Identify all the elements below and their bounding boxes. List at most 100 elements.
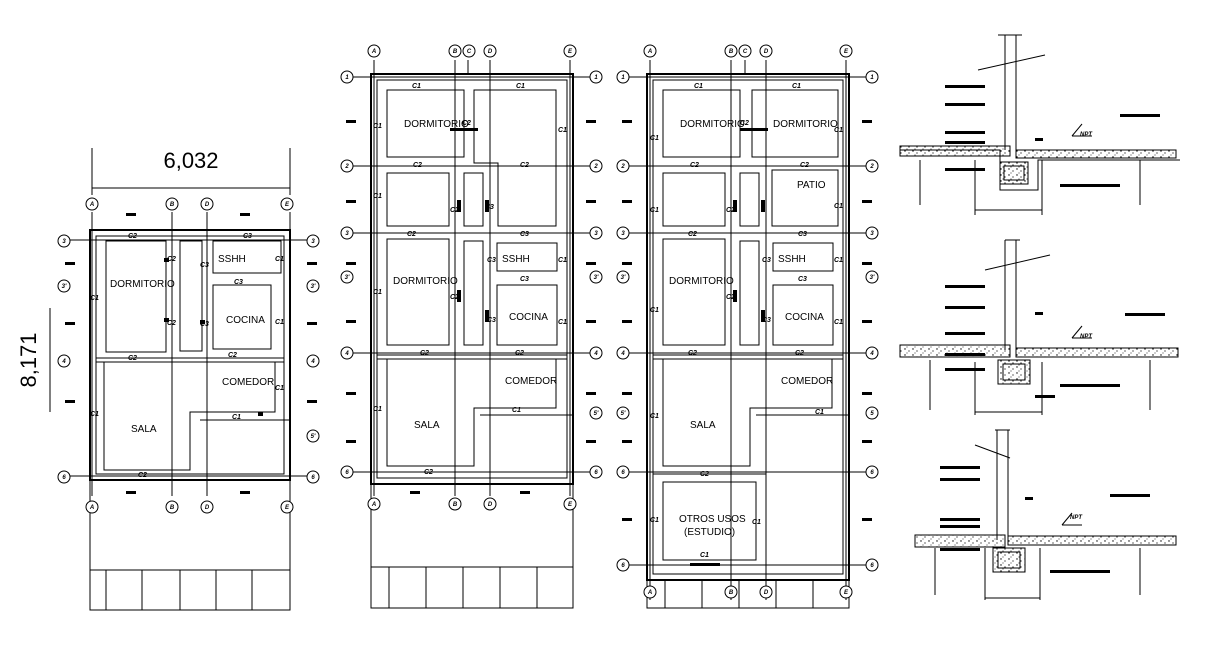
beam-tag: C1 (373, 406, 382, 413)
beam-tag: C1 (373, 193, 382, 200)
beam-tag: C1 (650, 135, 659, 142)
beam-tag: C1 (512, 407, 521, 414)
axis-1-right: 1 (870, 75, 874, 81)
axis-6-left: 6 (62, 475, 66, 481)
axis-4-left: 4 (344, 351, 349, 357)
room-sala: SALA (690, 420, 716, 431)
beam-tag: C1 (275, 256, 284, 263)
room-dormitorio: DORMITORIO (773, 119, 838, 130)
axis-d-top: D (205, 202, 210, 208)
axis-2-left: 2 (344, 164, 349, 170)
axis-a-bottom: A (371, 502, 376, 508)
axis-6-right: 6 (870, 470, 874, 476)
beam-tag: C2 (740, 120, 749, 127)
axis-5p-right: 5' (311, 434, 316, 440)
beam-tag: C1 (232, 414, 241, 421)
room-dormitorio: DORMITORIO (393, 276, 458, 287)
npt-label: NPT (1080, 132, 1093, 138)
axis-3-left: 3 (345, 231, 349, 237)
axis-e-bottom: E (844, 590, 849, 596)
beam-tag: C2 (450, 207, 459, 214)
beam-tag: C1 (558, 257, 567, 264)
room-comedor: COMEDOR (222, 377, 274, 388)
axis-b-bottom: B (729, 590, 734, 596)
axis-1-right: 1 (594, 75, 598, 81)
beam-tag: C2 (420, 350, 429, 357)
beam-tag: C2 (128, 233, 137, 240)
beam-tag: C1 (275, 319, 284, 326)
axis-6-right: 6 (594, 470, 598, 476)
beam-tag: C2 (690, 162, 699, 169)
beam-tag: C1 (650, 413, 659, 420)
room-comedor: COMEDOR (781, 376, 833, 387)
beam-tag: C3 (762, 257, 771, 264)
room-dormitorio: DORMITORIO (404, 119, 469, 130)
room-dormitorio: DORMITORIO (669, 276, 734, 287)
beam-tag: C2 (700, 471, 709, 478)
beam-tag: C3 (798, 276, 807, 283)
beam-tag: C3 (487, 317, 496, 324)
axis-4-right: 4 (869, 351, 874, 357)
beam-tag: C1 (834, 257, 843, 264)
axis-d-bottom: D (488, 502, 493, 508)
room-comedor: COMEDOR (505, 376, 557, 387)
room-dormitorio: DORMITORIO (110, 279, 175, 290)
axis-5p-right: 5' (594, 411, 599, 417)
room-patio: PATIO (797, 180, 826, 191)
beam-tag: C2 (228, 352, 237, 359)
beam-tag: C2 (520, 162, 529, 169)
axis-3p-right: 3' (311, 284, 316, 290)
axis-3-right: 3 (594, 231, 598, 237)
beam-tag: C3 (243, 233, 252, 240)
beam-tag: C1 (650, 307, 659, 314)
beam-tag: C2 (407, 231, 416, 238)
beam-tag: C1 (373, 123, 382, 130)
axis-e-bottom: E (285, 505, 290, 511)
beam-tag: C1 (373, 289, 382, 296)
plan-1 (49, 148, 317, 611)
axis-6-left-lower: 6 (621, 563, 625, 569)
beam-tag: C3 (485, 204, 494, 211)
beam-tag: C2 (726, 207, 735, 214)
beam-tag: C2 (688, 350, 697, 357)
beam-tag: C2 (450, 294, 459, 301)
footing-section-2 (899, 239, 1179, 415)
beam-tag: C1 (275, 385, 284, 392)
axis-a-top: A (89, 202, 94, 208)
beam-tag: C1 (90, 411, 99, 418)
axis-c-top: C (743, 49, 748, 55)
axis-3-right: 3 (870, 231, 874, 237)
axis-2-right: 2 (593, 164, 598, 170)
beam-tag: C1 (650, 207, 659, 214)
axis-d-bottom: D (764, 590, 769, 596)
axis-4-left: 4 (620, 351, 625, 357)
beam-tag: C2 (462, 120, 471, 127)
beam-tag: C2 (424, 469, 433, 476)
axis-6-right-lower: 6 (870, 563, 874, 569)
width-dimension: 6,032 (163, 148, 218, 173)
axis-3p-left: 3' (345, 275, 350, 281)
npt-label: NPT (1070, 515, 1083, 521)
beam-tag: C3 (200, 262, 209, 269)
beam-tag: C2 (413, 162, 422, 169)
axis-3p-left: 3' (62, 284, 67, 290)
axis-c-top: C (467, 49, 472, 55)
beam-tag: C1 (700, 552, 709, 559)
room-estudio: (ESTUDIO) (684, 527, 735, 538)
beam-tag: C3 (234, 279, 243, 286)
beam-tag: C1 (694, 83, 703, 90)
axis-e-top: E (285, 202, 290, 208)
axis-5p-left: 5' (621, 411, 626, 417)
axis-a-top: A (371, 49, 376, 55)
axis-2-left: 2 (620, 164, 625, 170)
plan-2 (344, 60, 600, 609)
room-cocina: COCINA (226, 315, 265, 326)
beam-tag: C1 (834, 319, 843, 326)
beam-tag: C2 (167, 320, 176, 327)
axis-e-bottom: E (568, 502, 573, 508)
room-sshh: SSHH (218, 254, 246, 265)
axis-d-top: D (764, 49, 769, 55)
beam-tag: C2 (688, 231, 697, 238)
axis-6-right: 6 (311, 475, 315, 481)
beam-tag: C1 (412, 83, 421, 90)
